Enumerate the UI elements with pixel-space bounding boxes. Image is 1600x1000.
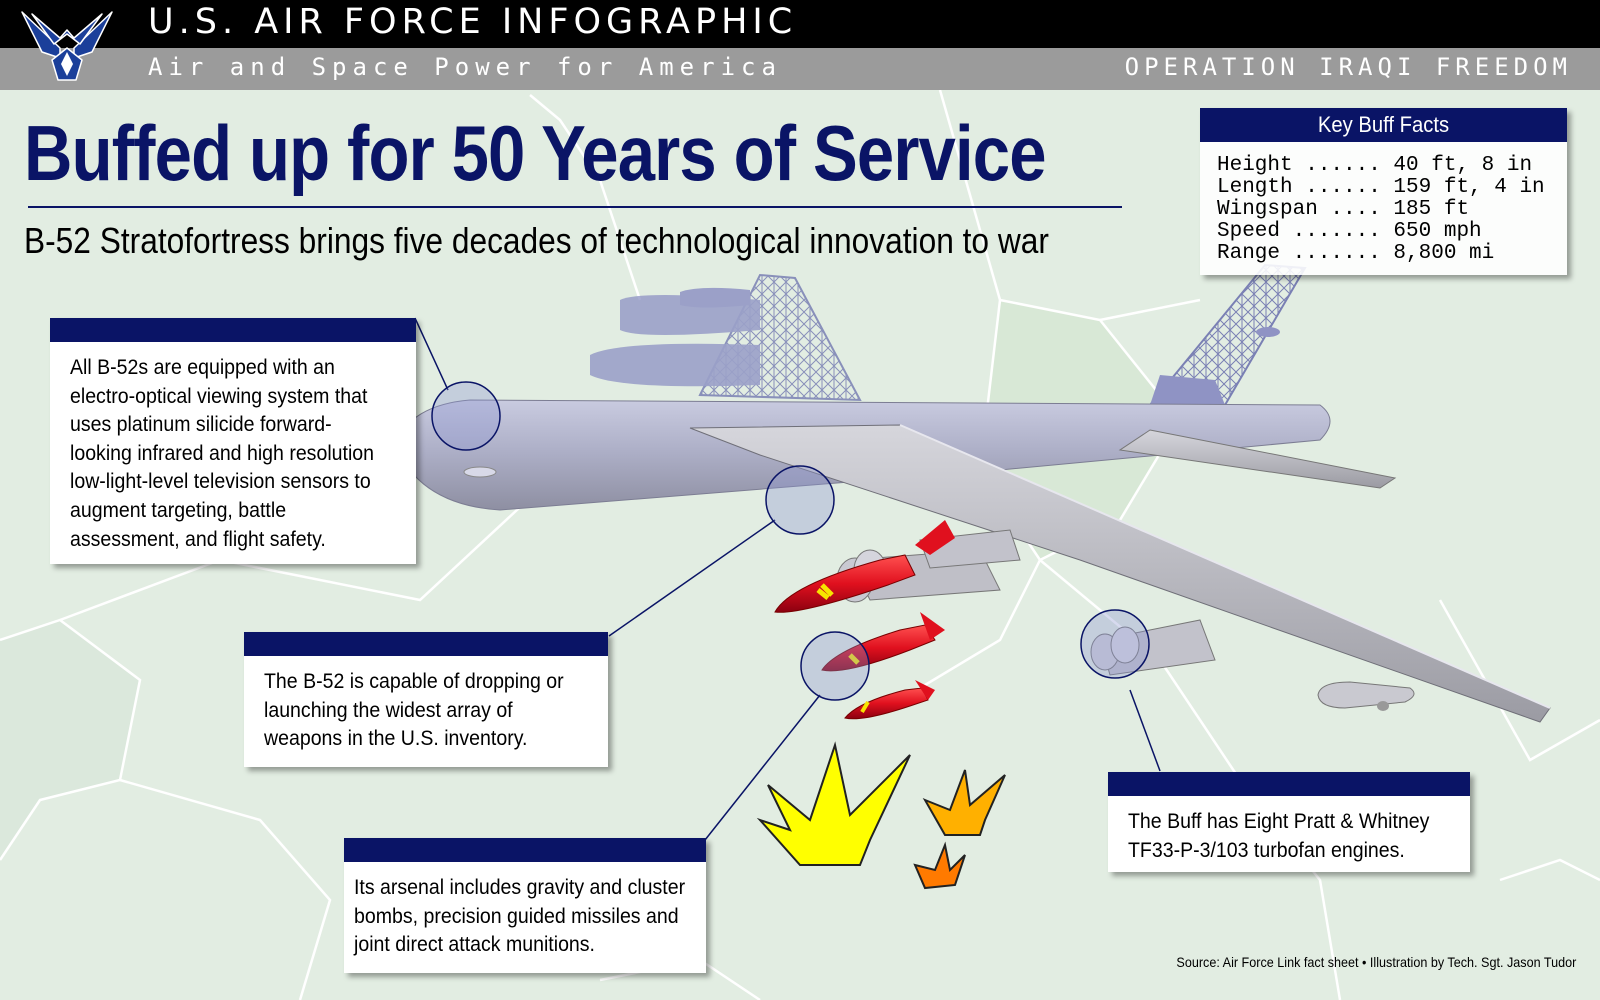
top-banner: U.S. AIR FORCE INFOGRAPHIC — [0, 0, 1600, 48]
headline: Buffed up for 50 Years of Service — [24, 109, 1047, 197]
key-facts-box: Key Buff Facts Height ...... 40 ft, 8 in… — [1200, 108, 1567, 275]
sub-banner: Air and Space Power for America OPERATIO… — [0, 48, 1600, 90]
callout-sensors-text: All B-52s are equipped with an electro-o… — [70, 356, 375, 551]
wireframe-tail-left — [590, 273, 862, 402]
subheadline: B-52 Stratofortress brings five decades … — [24, 220, 1049, 261]
callout-arsenal-text: Its arsenal includes gravity and cluster… — [354, 876, 686, 957]
callout-engines-text: The Buff has Eight Pratt & Whitney TF33-… — [1128, 810, 1430, 862]
key-facts-title: Key Buff Facts — [1317, 112, 1450, 137]
headline-rule — [28, 206, 1122, 208]
fact-row-height: Height ...... 40 ft, 8 in — [1217, 154, 1533, 177]
source-credit: Source: Air Force Link fact sheet • Illu… — [1176, 954, 1576, 970]
fact-row-speed: Speed ....... 650 mph — [1217, 220, 1482, 243]
callout-weapons: The B-52 is capable of dropping or launc… — [244, 632, 608, 767]
explosions — [756, 741, 1006, 890]
fact-row-length: Length ...... 159 ft, 4 in — [1217, 176, 1545, 199]
callout-sensors: All B-52s are equipped with an electro-o… — [50, 318, 416, 564]
banner-title: U.S. AIR FORCE INFOGRAPHIC — [148, 2, 798, 42]
wireframe-tail-right — [1147, 263, 1307, 406]
banner-tagline: Air and Space Power for America — [148, 53, 782, 81]
magnifier-circles — [431, 381, 1150, 701]
leader-lines — [414, 317, 1161, 841]
engine-pods-outer — [1090, 619, 1216, 676]
operation-label: OPERATION IRAQI FREEDOM — [1124, 53, 1572, 81]
air-force-logo — [21, 11, 113, 81]
bombs — [774, 520, 955, 720]
callout-weapons-text: The B-52 is capable of dropping or launc… — [264, 670, 564, 751]
fact-row-wingspan: Wingspan .... 185 ft — [1217, 198, 1470, 221]
fact-row-range: Range ....... 8,800 mi — [1217, 242, 1495, 265]
callout-engines: The Buff has Eight Pratt & Whitney TF33-… — [1108, 772, 1470, 872]
callout-arsenal: Its arsenal includes gravity and cluster… — [344, 838, 706, 973]
